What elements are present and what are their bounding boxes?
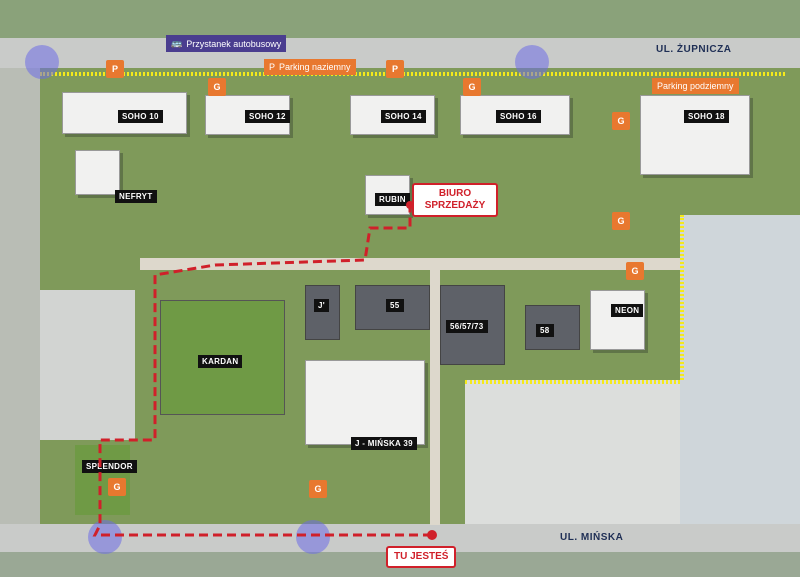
label-soho14[interactable]: SOHO 14	[381, 110, 426, 123]
boundary-east	[680, 215, 684, 380]
label-soho12[interactable]: SOHO 12	[245, 110, 290, 123]
path-east-west	[140, 258, 680, 270]
bus-stop-label: Przystanek autobusowy	[186, 38, 282, 49]
label-55[interactable]: 55	[386, 299, 404, 312]
west-warehouse	[40, 290, 135, 440]
label-soho18[interactable]: SOHO 18	[684, 110, 729, 123]
bus-stop-tag[interactable]: 🚌Przystanek autobusowy	[166, 35, 287, 52]
garage-icon[interactable]: G	[463, 78, 481, 96]
garage-icon[interactable]: G	[108, 478, 126, 496]
east-area	[680, 215, 800, 524]
label-nefryt[interactable]: NEFRYT	[115, 190, 157, 203]
building-nefryt	[75, 150, 120, 195]
ground-parking-label: Parking naziemny	[279, 62, 351, 72]
you-are-here-dot	[427, 530, 437, 540]
street-name-zupnicza: UL. ŻUPNICZA	[656, 44, 732, 55]
underground-parking-label: Parking podziemny	[657, 81, 734, 91]
parking-icon[interactable]: P	[106, 60, 124, 78]
north-city-area	[0, 0, 800, 38]
garage-icon[interactable]: G	[612, 212, 630, 230]
building-j-prime	[305, 285, 340, 340]
southeast-industrial	[465, 380, 680, 524]
garage-icon[interactable]: G	[612, 112, 630, 130]
you-are-here-callout: TU JESTEŚ	[386, 546, 457, 568]
entrance-marker	[25, 45, 59, 79]
building-j-minska	[305, 360, 425, 445]
building-55	[355, 285, 430, 330]
parking-icon[interactable]: P	[386, 60, 404, 78]
label-j-minska-39[interactable]: J - MIŃSKA 39	[351, 437, 417, 450]
west-area	[0, 68, 40, 524]
bus-icon: 🚌	[171, 38, 183, 48]
entrance-marker	[515, 45, 549, 79]
entrance-marker	[296, 520, 330, 554]
sales-office-label: BIURO SPRZEDAŻY	[424, 188, 486, 211]
label-56-57-73[interactable]: 56/57/73	[446, 320, 488, 333]
sales-office-callout[interactable]: BIURO SPRZEDAŻY	[412, 183, 498, 217]
label-rubin[interactable]: RUBIN	[375, 193, 410, 206]
label-58[interactable]: 58	[536, 324, 554, 337]
label-soho16[interactable]: SOHO 16	[496, 110, 541, 123]
route-line	[92, 205, 432, 537]
garage-icon[interactable]: G	[208, 78, 226, 96]
path-central	[430, 270, 440, 525]
street-name-minska: UL. MIŃSKA	[560, 532, 624, 543]
garage-icon[interactable]: G	[309, 480, 327, 498]
garage-icon[interactable]: G	[626, 262, 644, 280]
label-kardan[interactable]: KARDAN	[198, 355, 243, 368]
entrance-marker	[88, 520, 122, 554]
building-soho18	[640, 95, 750, 175]
label-soho10[interactable]: SOHO 10	[118, 110, 163, 123]
building-neon	[590, 290, 645, 350]
label-splendor[interactable]: SPLENDOR	[82, 460, 137, 473]
boundary-south	[465, 380, 680, 384]
underground-parking-tag[interactable]: Parking podziemny	[652, 78, 739, 94]
parking-icon: P	[269, 62, 276, 72]
you-are-here-label: TU JESTEŚ	[394, 551, 449, 562]
label-j-prime[interactable]: J'	[314, 299, 329, 312]
label-neon[interactable]: NEON	[611, 304, 644, 317]
